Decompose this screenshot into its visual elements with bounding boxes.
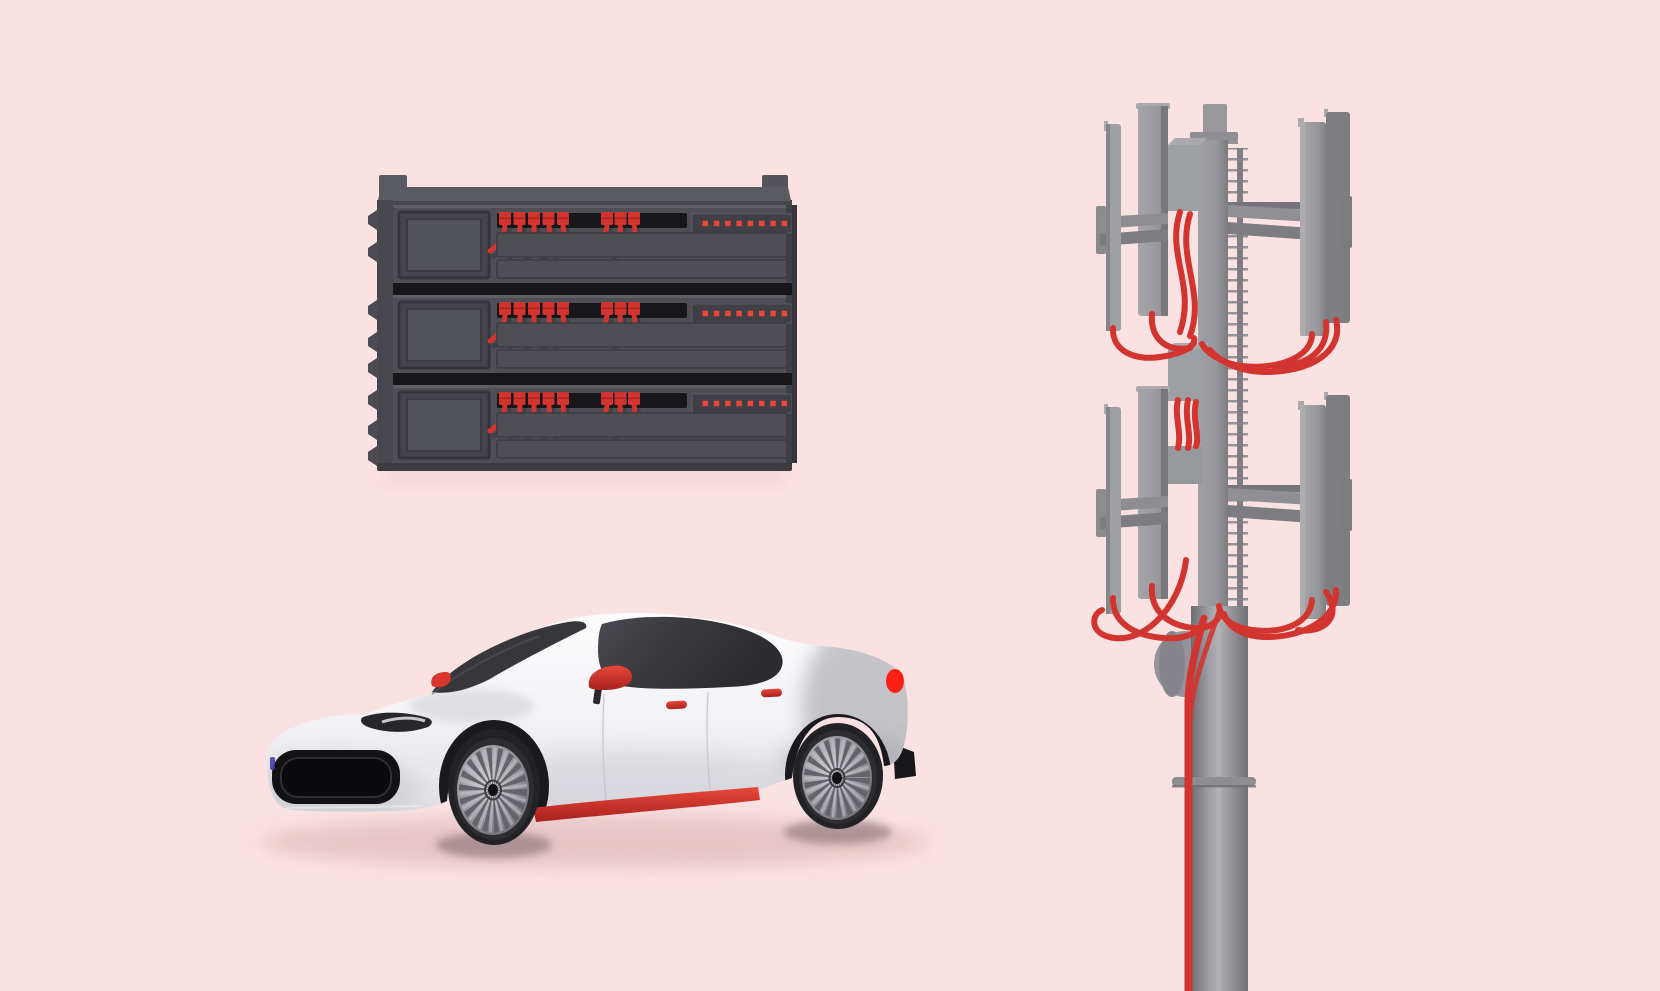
server-unit-3 (392, 385, 792, 463)
coax-cables (1091, 209, 1341, 991)
rack-bottom-lip (377, 463, 792, 471)
mast-tip (1203, 104, 1227, 136)
coax-tier1-left-1 (1109, 325, 1198, 361)
pole-clamp (1172, 777, 1256, 786)
tower-ladder (1228, 148, 1248, 640)
electric-car (260, 613, 930, 868)
tower-mast (1198, 140, 1228, 638)
rack-top-face (377, 187, 792, 205)
front-rim-spokes (459, 747, 527, 833)
coax-tier2-loop-left (1091, 557, 1189, 642)
door-seam-rear (706, 691, 711, 791)
door-seam-front (602, 693, 607, 801)
front-chin-highlight (285, 805, 421, 809)
rack-shadow (385, 468, 785, 484)
side-mirror (588, 665, 633, 690)
coax-tier1-left-2 (1148, 311, 1193, 352)
coax-tier1-right-3 (1269, 319, 1330, 370)
coax-between-2 (1183, 397, 1193, 451)
equipment-box-upper (1168, 145, 1200, 211)
headlight-blade (381, 716, 426, 724)
rear-hub (832, 772, 842, 784)
rack-rail-left (377, 200, 393, 468)
coax-mast-run-1 (1173, 209, 1188, 335)
coax-mast-run-2 (1183, 211, 1198, 339)
equipment-box-mid (1168, 349, 1202, 401)
rear-rim-spokes (804, 738, 870, 818)
windshield (432, 621, 587, 693)
coax-tier2-loop-right (1295, 589, 1336, 634)
coax-tier1-right-2 (1207, 317, 1341, 376)
grille-sensor-glint (270, 757, 275, 770)
door-handle-front (666, 700, 687, 710)
server-unit-2 (392, 295, 792, 373)
rack-rail-tabs (368, 210, 377, 466)
server-unit-1 (392, 205, 792, 283)
coax-between-1 (1173, 397, 1183, 451)
tail-light (886, 669, 904, 693)
server-rack (368, 175, 797, 484)
rack-side-depth (792, 205, 797, 463)
mirror-stalk (593, 685, 602, 705)
door-handle-rear (761, 688, 782, 698)
front-hub (488, 784, 498, 796)
rear-wheel (793, 723, 883, 829)
rocker-sill-trim (533, 787, 760, 822)
front-wheel (448, 729, 540, 845)
rear-wheel-shadow (784, 820, 892, 844)
coax-pole-drop-1 (1184, 614, 1208, 991)
car-ground-shadow (260, 816, 930, 868)
cell-tower (1091, 103, 1352, 991)
coax-pole-drop-2 (1187, 609, 1222, 991)
coax-between-3 (1191, 399, 1201, 449)
side-window (598, 616, 783, 689)
equipment-box-lower (1168, 446, 1202, 484)
far-side-mirror (431, 672, 451, 688)
